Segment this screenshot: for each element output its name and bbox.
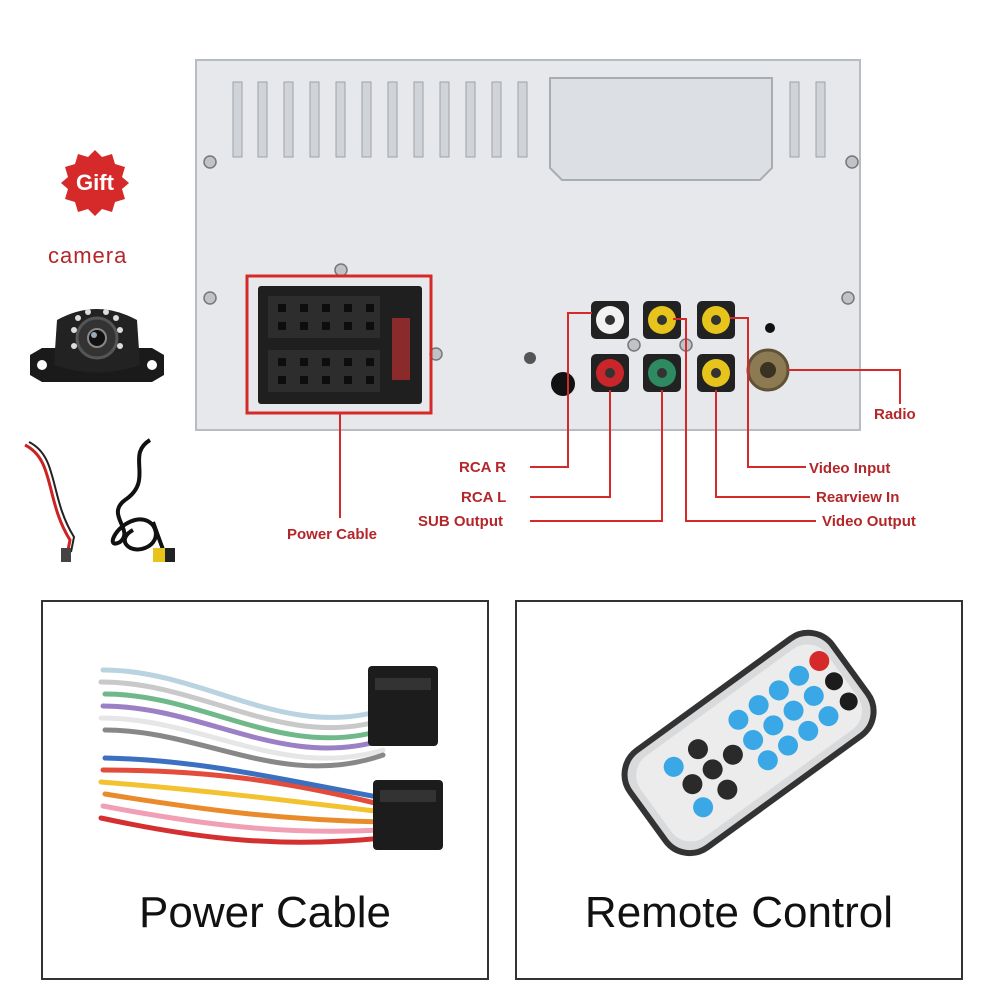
callout-rca-l: RCA L bbox=[461, 489, 507, 506]
callout-rca-r: RCA R bbox=[459, 459, 506, 476]
remote-control-box: Remote Control bbox=[515, 600, 963, 980]
remote-control-icon bbox=[621, 629, 877, 857]
callout-video-input: Video Input bbox=[809, 460, 891, 477]
callout-sub-output: SUB Output bbox=[418, 513, 503, 530]
callout-rearview-in: Rearview In bbox=[816, 489, 900, 506]
gift-badge-text: Gift bbox=[76, 170, 114, 195]
camera-label: camera bbox=[48, 243, 128, 268]
power-cable-box: Power Cable bbox=[41, 600, 489, 980]
callout-video-output: Video Output bbox=[822, 513, 916, 530]
power-cable-caption: Power Cable bbox=[139, 888, 391, 937]
power-cable-harness-icon bbox=[98, 666, 443, 850]
callout-radio: Radio bbox=[874, 406, 916, 423]
gift-badge: Gift bbox=[60, 148, 130, 218]
callout-power-cable: Power Cable bbox=[287, 526, 378, 543]
remote-control-caption: Remote Control bbox=[584, 888, 894, 937]
head-unit-rear-panel bbox=[195, 59, 901, 522]
camera-cables-icon bbox=[24, 438, 175, 562]
backup-camera-icon bbox=[30, 309, 164, 382]
gift-badge-icon bbox=[61, 150, 129, 216]
